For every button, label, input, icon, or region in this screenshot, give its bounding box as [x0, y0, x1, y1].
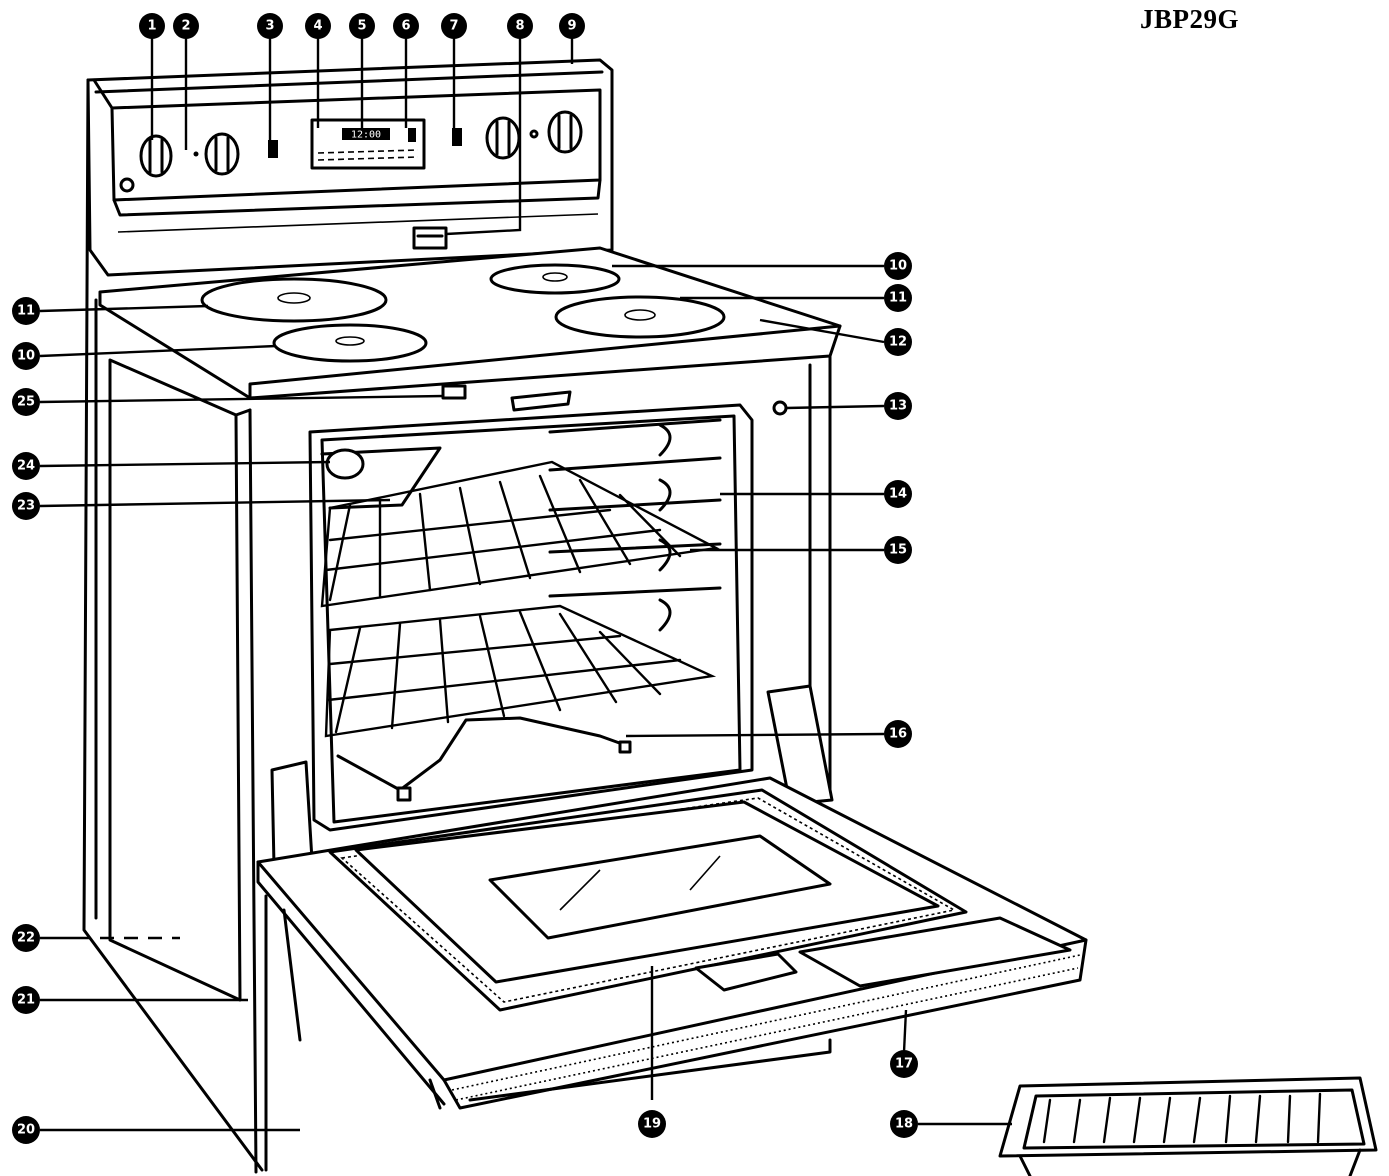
svg-text:10: 10 — [889, 259, 907, 274]
callout-badge-25: 25 — [12, 388, 40, 416]
oven-vent-tab — [510, 390, 572, 412]
svg-text:17: 17 — [895, 1057, 913, 1072]
door-hinges — [270, 684, 834, 868]
svg-text:21: 21 — [17, 993, 35, 1008]
callout-badge-1: 1 — [139, 13, 165, 39]
svg-text:7: 7 — [449, 19, 458, 34]
svg-text:22: 22 — [17, 931, 35, 946]
callout-badge-9: 9 — [559, 13, 585, 39]
cooktop — [98, 246, 842, 412]
svg-text:13: 13 — [889, 399, 907, 414]
svg-text:16: 16 — [889, 727, 907, 742]
oven-cavity — [308, 403, 754, 832]
left-rear-surface-unit — [200, 277, 388, 323]
oven-light-switch[interactable] — [268, 140, 278, 158]
upper-oven-rack — [320, 460, 720, 608]
callout-badge-10-top: 10 — [884, 252, 912, 280]
svg-text:23: 23 — [17, 499, 35, 514]
svg-text:25: 25 — [17, 395, 35, 410]
left-front-surface-knob[interactable] — [204, 132, 240, 176]
callout-badge-6: 6 — [393, 13, 419, 39]
timer-set-knob[interactable] — [408, 128, 416, 142]
right-front-surface-knob[interactable] — [547, 110, 583, 154]
clock-display-text: 12:00 — [351, 130, 381, 141]
oven-door[interactable] — [256, 776, 1088, 1110]
svg-text:20: 20 — [17, 1123, 35, 1138]
left-rear-surface-knob[interactable] — [139, 134, 173, 178]
callout-badge-12: 12 — [884, 328, 912, 356]
oven-window — [488, 834, 832, 940]
svg-text:3: 3 — [265, 19, 274, 34]
surface-light-switch[interactable] — [412, 226, 448, 250]
callout-badge-11-left: 11 — [12, 297, 40, 325]
callout-badge-18: 18 — [890, 1110, 918, 1138]
svg-text:11: 11 — [17, 304, 35, 319]
svg-text:8: 8 — [515, 19, 524, 34]
svg-text:1: 1 — [147, 19, 156, 34]
callout-badge-16: 16 — [884, 720, 912, 748]
backguard: 12:00 — [86, 58, 614, 277]
clock-display — [342, 128, 390, 140]
svg-text:4: 4 — [313, 19, 322, 34]
callout-badge-5: 5 — [349, 13, 375, 39]
svg-text:2: 2 — [181, 19, 190, 34]
callout-badge-10-left: 10 — [12, 342, 40, 370]
oven-set-switch[interactable] — [452, 128, 462, 146]
callout-badge-4: 4 — [305, 13, 331, 39]
left-front-surface-unit — [272, 323, 428, 363]
storage-drawer[interactable] — [264, 894, 832, 1172]
svg-text:14: 14 — [889, 487, 907, 502]
svg-text:18: 18 — [895, 1117, 913, 1132]
surface-signal-light — [193, 151, 199, 157]
broiler-pan — [998, 1076, 1378, 1176]
callout-badge-14: 14 — [884, 480, 912, 508]
oven-light-cover — [325, 448, 365, 480]
callout-badge-20: 20 — [12, 1116, 40, 1144]
svg-text:6: 6 — [401, 19, 410, 34]
indicator-light — [119, 177, 135, 193]
callout-badge-15: 15 — [884, 536, 912, 564]
callout-badge-23: 23 — [12, 492, 40, 520]
svg-text:9: 9 — [567, 19, 576, 34]
callout-badge-7: 7 — [441, 13, 467, 39]
svg-text:15: 15 — [889, 543, 907, 558]
right-rear-surface-unit — [489, 263, 621, 295]
callout-leaders — [39, 38, 1012, 1132]
callout-badge-21: 21 — [12, 986, 40, 1014]
callout-badge-8: 8 — [507, 13, 533, 39]
callout-badge-3: 3 — [257, 13, 283, 39]
callout-badge-22: 22 — [12, 924, 40, 952]
svg-text:10: 10 — [17, 349, 35, 364]
cooktop-latch[interactable] — [441, 384, 467, 400]
callout-badge-24: 24 — [12, 452, 40, 480]
callout-badge-11-right: 11 — [884, 284, 912, 312]
svg-text:11: 11 — [889, 291, 907, 306]
clock-timer-panel: 12:00 — [310, 118, 426, 170]
svg-text:19: 19 — [643, 1117, 661, 1132]
callout-badge-17: 17 — [890, 1050, 918, 1078]
right-front-surface-unit — [554, 295, 726, 339]
callout-badge-13: 13 — [884, 392, 912, 420]
svg-text:24: 24 — [17, 459, 35, 474]
svg-text:5: 5 — [357, 19, 366, 34]
oven-light-bulb — [772, 400, 788, 416]
model-number: JBP29G — [1140, 4, 1240, 34]
callout-badge-2: 2 — [173, 13, 199, 39]
svg-text:12: 12 — [889, 335, 907, 350]
lower-oven-rack — [324, 604, 717, 738]
right-rear-surface-knob[interactable] — [485, 116, 521, 160]
callout-badge-19: 19 — [638, 1110, 666, 1138]
